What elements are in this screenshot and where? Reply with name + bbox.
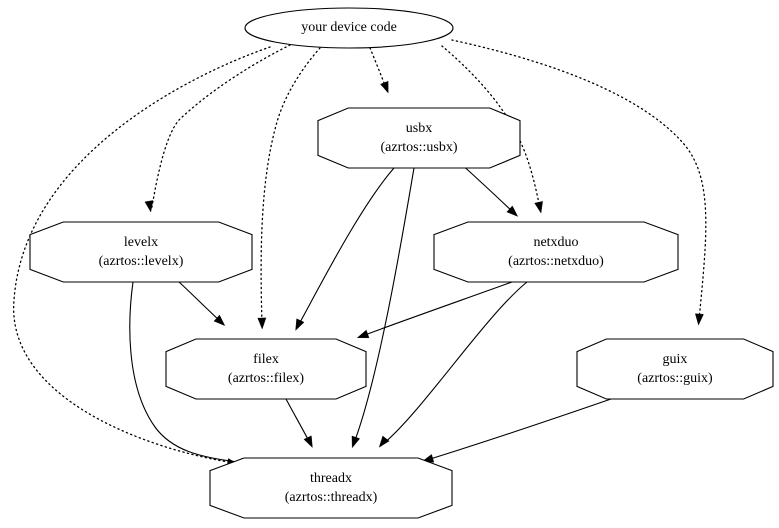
node-label-package: (azrtos::usbx) [381,140,458,155]
node-label-package: (azrtos::netxduo) [508,254,604,269]
edge-line [459,162,515,214]
node-label-package: (azrtos::guix) [637,371,713,386]
node-threadx[interactable]: threadx(azrtos::threadx) [209,457,453,519]
edge-line [382,281,528,445]
edge-line [177,280,222,323]
arrowhead-icon [144,200,154,213]
edge-device-to-usbx [369,47,389,94]
arrowhead-icon [303,435,313,449]
node-label-primary: levelx [124,235,158,250]
node-octagon-shape [317,107,521,169]
edge-line [297,167,395,327]
node-label-package: (azrtos::filex) [228,371,305,386]
node-guix[interactable]: guix(azrtos::guix) [576,338,774,400]
arrowhead-icon [695,313,704,326]
edge-netxduo-to-threadx [378,281,528,448]
node-label-primary: threadx [310,471,352,486]
node-octagon-shape [165,338,367,400]
arrowhead-icon [378,435,390,448]
edge-filex-to-threadx [285,398,313,449]
node-filex[interactable]: filex(azrtos::filex) [165,338,367,400]
edge-netxduo-to-filex [356,281,513,339]
edge-device-to-levelx [144,44,291,213]
node-netxduo[interactable]: netxduo(azrtos::netxduo) [433,221,679,283]
arrowhead-icon [380,80,389,94]
arrowhead-icon [257,317,267,330]
node-ellipse-shape [244,7,454,49]
edge-usbx-to-netxduo [459,162,519,217]
edge-line [451,39,707,321]
edge-levelx-to-filex [177,280,226,326]
edge-line [353,167,415,444]
edge-guix-to-threadx [421,398,612,463]
node-levelx[interactable]: levelx(azrtos::levelx) [29,221,253,283]
node-label-primary: your device code [301,20,397,35]
node-octagon-shape [29,221,253,283]
edge-device-to-filex [257,47,321,330]
node-octagon-shape [433,221,679,283]
node-label-primary: netxduo [533,235,578,250]
edge-line [13,46,271,464]
edge-line [426,398,612,461]
edge-line [129,281,248,464]
arrowhead-icon [295,318,305,331]
node-octagon-shape [576,338,774,400]
node-label-package: (azrtos::levelx) [99,254,184,269]
edge-device-to-guix [451,39,707,326]
node-label-package: (azrtos::threadx) [285,490,378,505]
node-octagon-shape [209,457,453,519]
edge-line [369,47,387,89]
node-label-primary: usbx [406,121,432,136]
node-layer: your device codeusbx(azrtos::usbx)levelx… [29,7,774,519]
arrowhead-icon [213,314,226,326]
arrowhead-icon [534,201,543,214]
node-device[interactable]: your device code [244,7,454,49]
arrowhead-icon [356,329,370,339]
edge-line [260,47,321,325]
arrowhead-icon [506,205,519,217]
edge-usbx-to-filex [295,167,395,331]
edge-line [285,398,311,444]
node-label-primary: guix [663,352,688,367]
node-usbx[interactable]: usbx(azrtos::usbx) [317,107,521,169]
node-label-primary: filex [253,352,279,367]
edge-usbx-to-threadx [351,167,415,449]
edge-line [151,44,291,208]
arrowhead-icon [351,435,361,449]
edge-line [361,281,513,337]
